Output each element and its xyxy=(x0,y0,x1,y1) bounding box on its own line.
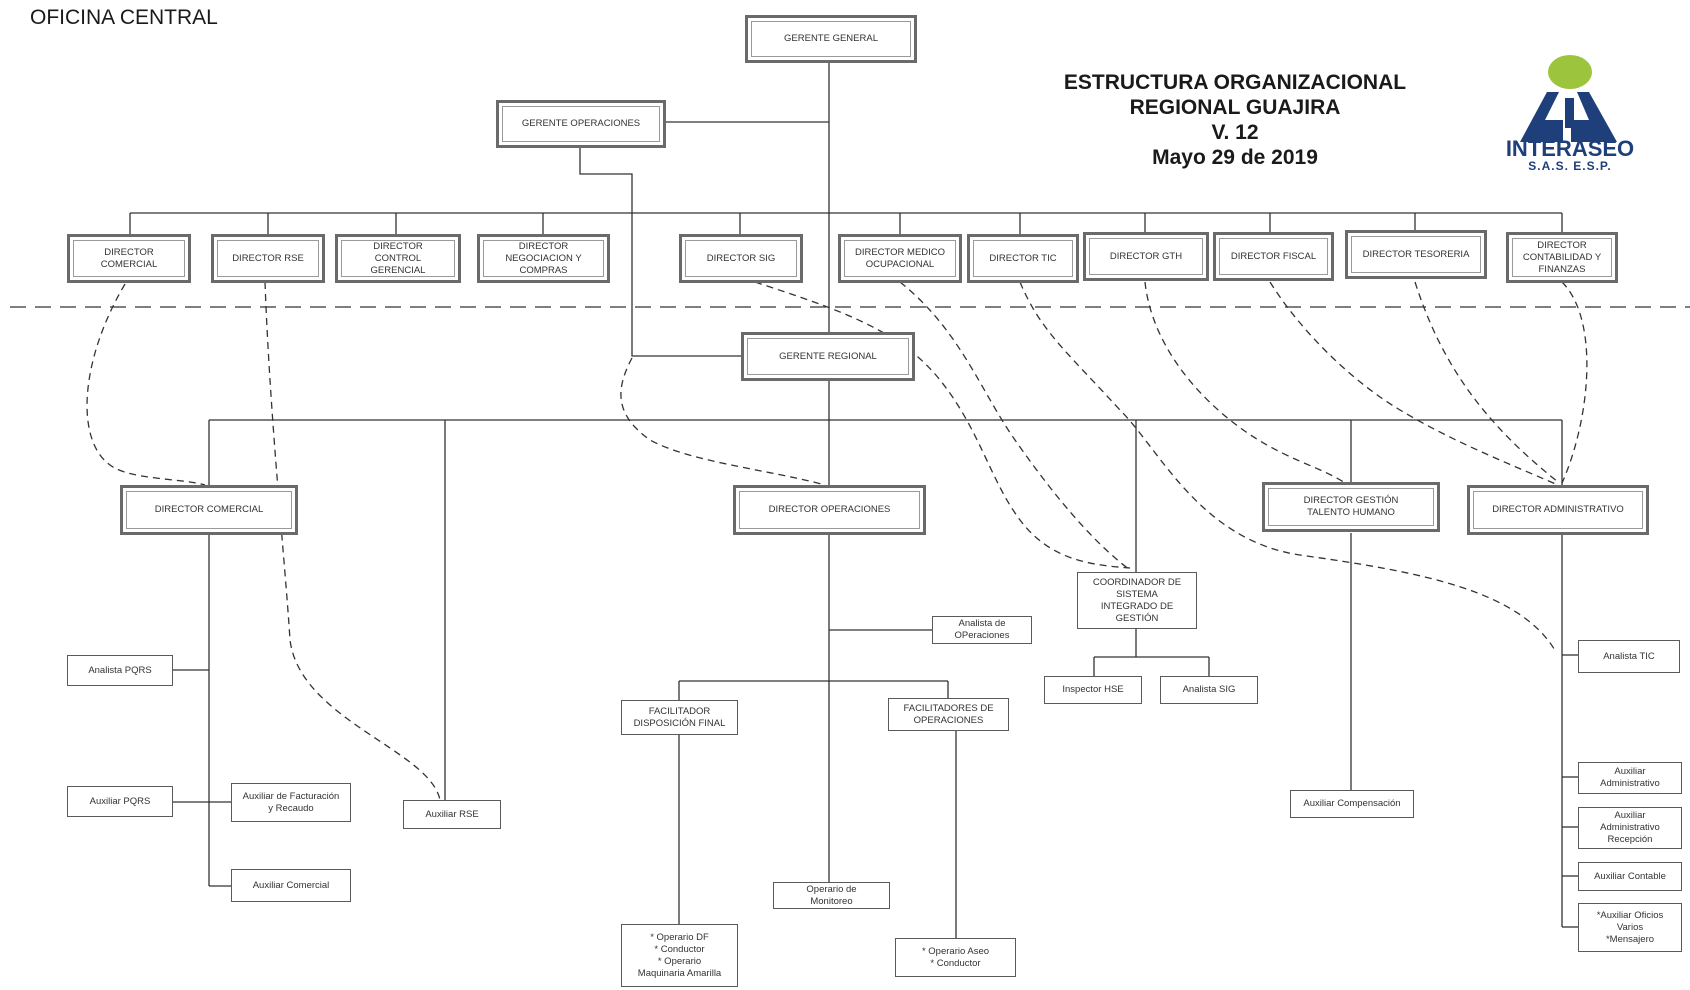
box-gerente-general[interactable]: GERENTE GENERAL xyxy=(745,15,917,63)
box-label: FACILITADORES DE OPERACIONES xyxy=(903,702,994,726)
box-inspector-hse[interactable]: Inspector HSE xyxy=(1044,676,1142,704)
box-label: Inspector HSE xyxy=(1062,684,1124,695)
box-label: DIRECTOR MEDICO OCUPACIONAL xyxy=(854,246,946,270)
box-label: DIRECTOR SIG xyxy=(706,252,776,264)
box-label: DIRECTOR OPERACIONES xyxy=(768,504,891,515)
solid-connectors xyxy=(129,62,1578,946)
office-label: OFICINA CENTRAL xyxy=(30,6,218,29)
box-label: Analista SIG xyxy=(1182,684,1236,695)
box-label: Auxiliar Administrativo Recepción xyxy=(1600,810,1660,845)
box-operario-aseo[interactable]: * Operario Aseo * Conductor xyxy=(895,938,1016,977)
box-label: FACILITADOR DISPOSICIÓN FINAL xyxy=(633,705,726,729)
box-auxiliar-compensacion[interactable]: Auxiliar Compensación xyxy=(1290,790,1414,818)
box-auxiliar-comercial[interactable]: Auxiliar Comercial xyxy=(231,869,351,902)
box-auxiliar-administrativo[interactable]: Auxiliar Administrativo xyxy=(1578,762,1682,794)
dashed-functional-links xyxy=(86,281,1588,801)
box-director-sig[interactable]: DIRECTOR SIG xyxy=(679,234,803,283)
box-analista-pqrs[interactable]: Analista PQRS xyxy=(67,655,173,686)
box-label: Auxiliar Comercial xyxy=(252,879,330,891)
chart-title: ESTRUCTURA ORGANIZACIONAL REGIONAL GUAJI… xyxy=(1040,70,1430,170)
title-line-4: Mayo 29 de 2019 xyxy=(1152,146,1318,169)
title-line-2: REGIONAL GUAJIRA xyxy=(1129,96,1341,119)
box-label: Auxiliar Administrativo xyxy=(1600,766,1660,789)
box-gerente-regional[interactable]: GERENTE REGIONAL xyxy=(741,332,915,381)
box-label: Operario de Monitoreo xyxy=(806,883,857,907)
box-coordinador-sig[interactable]: COORDINADOR DE SISTEMA INTEGRADO DE GEST… xyxy=(1077,572,1197,629)
logo-name: INTERASEO xyxy=(1505,136,1635,161)
box-director-fiscal[interactable]: DIRECTOR FISCAL xyxy=(1213,232,1334,281)
box-director-gestion-talento-humano[interactable]: DIRECTOR GESTIÓN TALENTO HUMANO xyxy=(1262,482,1440,532)
box-auxiliar-contable[interactable]: Auxiliar Contable xyxy=(1578,862,1682,891)
box-director-control-gerencial[interactable]: DIRECTOR CONTROL GERENCIAL xyxy=(335,234,461,283)
box-analista-sig[interactable]: Analista SIG xyxy=(1160,676,1258,704)
box-label: DIRECTOR NEGOCIACION Y COMPRAS xyxy=(505,240,582,276)
box-director-contabilidad-finanzas[interactable]: DIRECTOR CONTABILIDAD Y FINANZAS xyxy=(1506,232,1618,283)
box-label: Auxiliar PQRS xyxy=(89,795,151,807)
box-label: DIRECTOR COMERCIAL xyxy=(100,246,158,270)
box-label: DIRECTOR GTH xyxy=(1109,250,1183,262)
box-label: Auxiliar de Facturación y Recaudo xyxy=(242,790,340,814)
box-director-gth[interactable]: DIRECTOR GTH xyxy=(1083,232,1209,281)
box-facilitadores-operaciones[interactable]: FACILITADORES DE OPERACIONES xyxy=(888,698,1009,731)
box-label: *Auxiliar Oficios Varios *Mensajero xyxy=(1596,909,1664,945)
title-line-3: V. 12 xyxy=(1211,121,1259,144)
box-director-comercial-regional[interactable]: DIRECTOR COMERCIAL xyxy=(120,485,298,535)
box-analista-tic[interactable]: Analista TIC xyxy=(1578,640,1680,673)
logo-wordmark: INTERASEO S.A.S. E.S.P. xyxy=(1490,138,1650,173)
box-label: DIRECTOR RSE xyxy=(232,252,304,264)
box-label: DIRECTOR FISCAL xyxy=(1230,250,1317,262)
box-label: DIRECTOR GESTIÓN TALENTO HUMANO xyxy=(1303,495,1399,518)
box-label: Auxiliar Compensación xyxy=(1303,798,1401,809)
box-label: DIRECTOR CONTROL GERENCIAL xyxy=(370,240,426,276)
box-director-negociacion-compras[interactable]: DIRECTOR NEGOCIACION Y COMPRAS xyxy=(477,234,610,283)
box-label: GERENTE GENERAL xyxy=(784,33,878,44)
box-director-tesoreria[interactable]: DIRECTOR TESORERIA xyxy=(1345,230,1487,279)
box-auxiliar-facturacion-recaudo[interactable]: Auxiliar de Facturación y Recaudo xyxy=(231,783,351,822)
box-label: COORDINADOR DE SISTEMA INTEGRADO DE GEST… xyxy=(1092,576,1182,624)
box-label: GERENTE OPERACIONES xyxy=(521,118,641,129)
box-label: Analista TIC xyxy=(1603,650,1655,662)
box-operario-monitoreo[interactable]: Operario de Monitoreo xyxy=(773,882,890,909)
box-director-rse[interactable]: DIRECTOR RSE xyxy=(211,234,325,283)
box-auxiliar-rse[interactable]: Auxiliar RSE xyxy=(403,800,501,829)
box-label: Auxiliar Contable xyxy=(1594,870,1666,882)
box-director-medico-ocupacional[interactable]: DIRECTOR MEDICO OCUPACIONAL xyxy=(838,234,962,283)
box-label: DIRECTOR TESORERIA xyxy=(1362,248,1470,260)
logo-subtitle: S.A.S. E.S.P. xyxy=(1528,159,1612,173)
box-label: DIRECTOR CONTABILIDAD Y FINANZAS xyxy=(1522,239,1602,275)
box-label: DIRECTOR TIC xyxy=(989,252,1057,264)
box-auxiliar-pqrs[interactable]: Auxiliar PQRS xyxy=(67,786,173,817)
title-line-1: ESTRUCTURA ORGANIZACIONAL xyxy=(1063,71,1407,94)
box-label: Auxiliar RSE xyxy=(425,808,479,820)
box-label: Analista PQRS xyxy=(88,664,152,676)
box-director-operaciones[interactable]: DIRECTOR OPERACIONES xyxy=(733,485,926,535)
box-label: DIRECTOR ADMINISTRATIVO xyxy=(1492,504,1624,515)
box-label: Analista de OPeraciones xyxy=(954,618,1010,641)
box-label: DIRECTOR COMERCIAL xyxy=(154,504,264,515)
box-label: * Operario Aseo * Conductor xyxy=(921,945,990,969)
box-auxiliar-oficios-varios[interactable]: *Auxiliar Oficios Varios *Mensajero xyxy=(1578,903,1682,952)
box-label: * Operario DF * Conductor * Operario Maq… xyxy=(637,931,722,979)
box-director-comercial-central[interactable]: DIRECTOR COMERCIAL xyxy=(67,234,191,283)
interaseo-logo-icon xyxy=(1520,55,1617,142)
box-auxiliar-administrativo-recepcion[interactable]: Auxiliar Administrativo Recepción xyxy=(1578,807,1682,849)
box-operario-df[interactable]: * Operario DF * Conductor * Operario Maq… xyxy=(621,924,738,987)
box-analista-operaciones[interactable]: Analista de OPeraciones xyxy=(932,616,1032,644)
box-gerente-operaciones[interactable]: GERENTE OPERACIONES xyxy=(496,100,666,148)
box-facilitador-disposicion-final[interactable]: FACILITADOR DISPOSICIÓN FINAL xyxy=(621,700,738,735)
box-label: GERENTE REGIONAL xyxy=(779,350,877,362)
box-director-tic[interactable]: DIRECTOR TIC xyxy=(967,234,1079,283)
box-director-administrativo[interactable]: DIRECTOR ADMINISTRATIVO xyxy=(1467,485,1649,535)
